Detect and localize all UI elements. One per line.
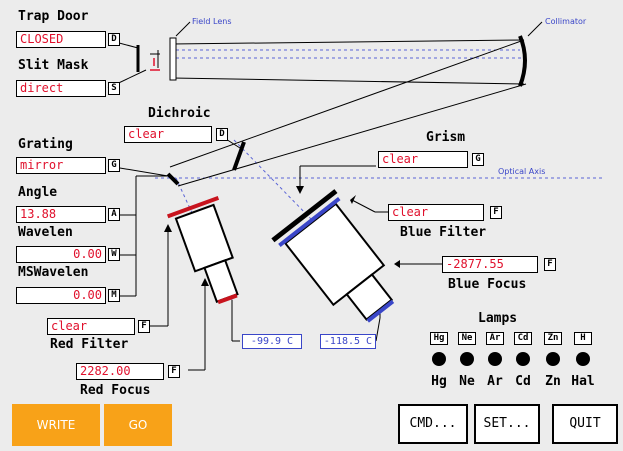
trap-door-field[interactable]: CLOSED (16, 31, 106, 48)
lamp-indicator-ar (488, 352, 502, 366)
blue-filter-key[interactable]: F (490, 206, 502, 219)
red-focus-key[interactable]: F (168, 365, 180, 378)
collimator-mirror (518, 35, 527, 87)
dichroic-key[interactable]: D (216, 128, 228, 141)
blue-focus-label: Blue Focus (448, 277, 527, 292)
lamp-indicator-zn (546, 352, 560, 366)
slit-mask-field[interactable]: direct (16, 80, 106, 97)
grism-field[interactable]: clear (378, 151, 468, 168)
slit-mask-key[interactable]: S (108, 82, 120, 95)
red-filter-label: Red Filter (50, 337, 129, 352)
lamp-key-cd[interactable]: Cd (514, 332, 532, 345)
collimator-label: Collimator (545, 17, 587, 26)
set-button[interactable]: SET... (474, 404, 540, 444)
red-temp-readout: -99.9 C (242, 334, 302, 349)
write-button[interactable]: WRITE (12, 404, 100, 446)
lamp-name-zn: Zn (545, 374, 561, 389)
lamp-key-ar[interactable]: Ar (486, 332, 504, 345)
lamp-key-ne[interactable]: Ne (458, 332, 476, 345)
red-focus-label: Red Focus (80, 383, 151, 398)
mswavelen-key[interactable]: M (108, 289, 120, 302)
lamp-key-zn[interactable]: Zn (544, 332, 562, 345)
trap-door-key[interactable]: D (108, 33, 120, 46)
dichroic-field[interactable]: clear (124, 126, 212, 143)
lamp-name-cd: Cd (515, 374, 531, 389)
wavelen-label: Wavelen (18, 225, 73, 240)
optical-axis-label: Optical Axis (498, 167, 546, 176)
lamp-name-ne: Ne (459, 374, 475, 389)
lamp-indicator-cd (516, 352, 530, 366)
lamp-key-hg[interactable]: Hg (430, 332, 448, 345)
lamp-key-hal[interactable]: H (574, 332, 592, 345)
angle-field[interactable]: 13.88 (16, 206, 106, 223)
blue-focus-field[interactable]: -2877.55 (442, 256, 538, 273)
mswavelen-label: MSWavelen (18, 265, 89, 280)
grism-label: Grism (426, 130, 466, 145)
lamp-name-hal: Hal (571, 374, 595, 389)
wavelen-key[interactable]: W (108, 248, 120, 261)
go-button[interactable]: GO (104, 404, 172, 446)
blue-camera (271, 189, 395, 323)
red-filter-field[interactable]: clear (47, 318, 135, 335)
red-camera (166, 195, 239, 305)
grism-key[interactable]: G (472, 153, 484, 166)
slit-mask-label: Slit Mask (18, 58, 89, 73)
blue-focus-key[interactable]: F (544, 258, 556, 271)
blue-temp-readout: -118.5 C (320, 334, 376, 349)
red-focus-field[interactable]: 2282.00 (76, 363, 164, 380)
lamp-indicator-hal (576, 352, 590, 366)
field-lens-shape (169, 37, 177, 81)
grating-key[interactable]: G (108, 159, 120, 172)
wavelen-field[interactable]: 0.00 (16, 246, 106, 263)
lamp-indicator-ne (460, 352, 474, 366)
field-lens-label: Field Lens (192, 17, 232, 26)
cmd-button[interactable]: CMD... (398, 404, 468, 444)
lamp-name-ar: Ar (487, 374, 503, 389)
mswavelen-field[interactable]: 0.00 (16, 287, 106, 304)
angle-key[interactable]: A (108, 208, 120, 221)
lamps-title: Lamps (478, 311, 518, 326)
dichroic-label: Dichroic (148, 106, 211, 121)
trap-door-label: Trap Door (18, 9, 89, 24)
lamp-indicator-hg (432, 352, 446, 366)
blue-filter-field[interactable]: clear (388, 204, 484, 221)
blue-filter-label: Blue Filter (400, 225, 487, 240)
grating-label: Grating (18, 137, 73, 152)
quit-button[interactable]: QUIT (552, 404, 618, 444)
lamp-name-hg: Hg (431, 374, 447, 389)
grating-field[interactable]: mirror (16, 157, 106, 174)
angle-label: Angle (18, 185, 58, 200)
red-filter-key[interactable]: F (138, 320, 150, 333)
